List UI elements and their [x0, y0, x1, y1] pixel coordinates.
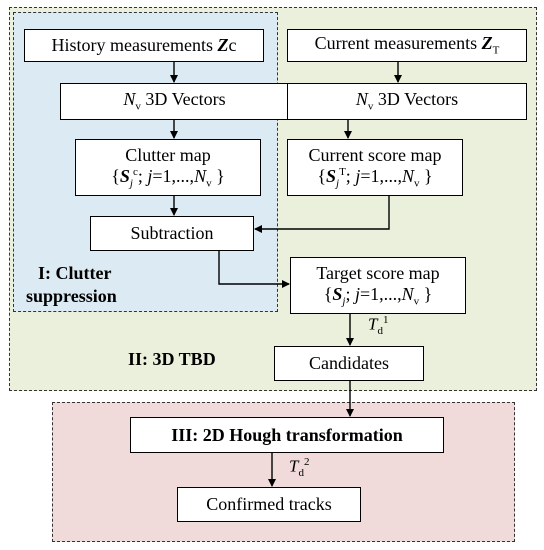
nv-vectors-left-box: Nv 3D Vectors	[60, 83, 289, 120]
subtraction-box: Subtraction	[90, 216, 254, 251]
candidates-box: Candidates	[274, 346, 424, 381]
target-score-formula: {Sj; j=1,...,Nv }	[323, 283, 433, 308]
clutter-suppression-label: I: Clutter suppression	[26, 263, 117, 306]
current-score-formula: {SjT; j=1,...,Nv }	[317, 165, 433, 190]
threshold-1-label: Td1	[368, 314, 389, 338]
arrow-current-score-to-subtraction	[254, 196, 390, 233]
clutter-map-box: Clutter map {Sjc; j=1,...,Nv }	[75, 139, 261, 196]
target-score-map-box: Target score map {Sj; j=1,...,Nv }	[290, 257, 466, 314]
current-score-map-box: Current score map {SjT; j=1,...,Nv }	[287, 139, 463, 196]
clutter-map-formula: {Sjc; j=1,...,Nv }	[111, 165, 225, 190]
current-measurements-box: Current measurements ZT	[287, 29, 527, 62]
confirmed-tracks-box: Confirmed tracks	[177, 487, 361, 522]
tbd-label: II: 3D TBD	[128, 349, 216, 369]
history-measurements-box: History measurements Zc	[24, 29, 264, 62]
hough-transformation-box: III: 2D Hough transformation	[130, 417, 444, 453]
arrow-subtraction-to-target-score	[218, 251, 290, 288]
threshold-2-label: Td2	[289, 456, 310, 480]
nv-vectors-right-box: Nv 3D Vectors	[287, 83, 527, 120]
